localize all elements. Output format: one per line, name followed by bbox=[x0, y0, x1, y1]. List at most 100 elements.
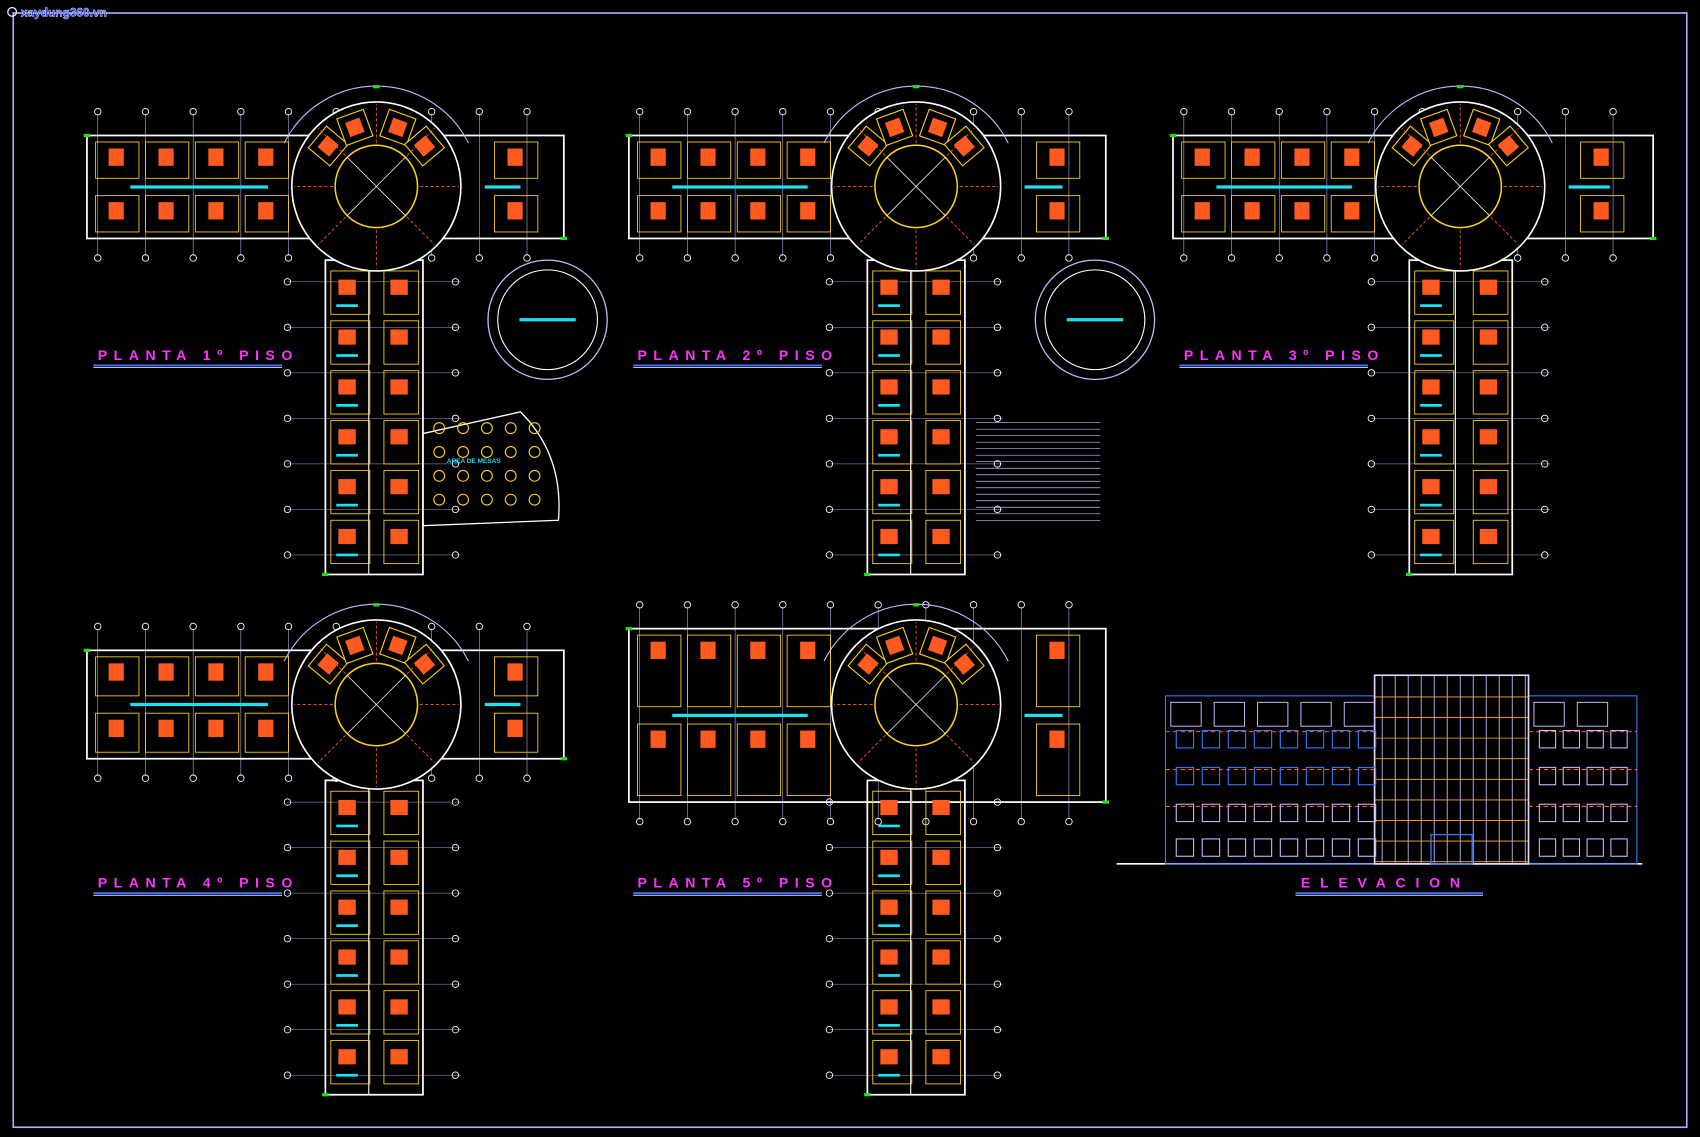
room bbox=[383, 990, 420, 1035]
room bbox=[1472, 320, 1509, 365]
dining-table bbox=[480, 469, 493, 482]
axis-bubble bbox=[993, 323, 1002, 332]
bed bbox=[507, 719, 523, 738]
dining-area bbox=[422, 411, 560, 527]
bed bbox=[413, 135, 436, 157]
window bbox=[1227, 838, 1247, 857]
axis-bubble bbox=[475, 622, 483, 631]
window bbox=[1331, 729, 1351, 749]
bed bbox=[413, 653, 436, 675]
column-mark bbox=[864, 572, 871, 577]
room bbox=[494, 656, 539, 697]
roof-window bbox=[1533, 701, 1565, 727]
column-mark bbox=[1102, 800, 1110, 804]
dining-table bbox=[504, 493, 517, 506]
room bbox=[925, 469, 961, 515]
room bbox=[1035, 195, 1081, 233]
axis-bubble bbox=[451, 323, 460, 332]
bed bbox=[1497, 135, 1520, 157]
room bbox=[1181, 195, 1226, 233]
axis-bubble bbox=[1367, 460, 1376, 468]
room bbox=[1035, 723, 1081, 797]
bed bbox=[1422, 379, 1440, 395]
bed bbox=[507, 663, 523, 681]
room bbox=[637, 634, 682, 708]
room bbox=[1330, 195, 1376, 233]
dining-table bbox=[433, 422, 446, 435]
roof-window bbox=[1576, 701, 1609, 727]
axis-bubble bbox=[284, 622, 293, 631]
bed bbox=[1049, 202, 1065, 220]
bed bbox=[1479, 528, 1498, 545]
plan-label: PLANTA 2º PISO bbox=[638, 347, 839, 363]
axis-bubble bbox=[189, 107, 197, 116]
bed bbox=[750, 202, 766, 220]
structural-ray bbox=[317, 127, 346, 157]
room bbox=[1280, 141, 1326, 179]
bed bbox=[258, 202, 274, 220]
bed bbox=[932, 329, 950, 345]
bed bbox=[880, 279, 898, 295]
axis-bubble bbox=[283, 505, 292, 514]
dining-area-note: AREA DE MESAS bbox=[447, 458, 502, 465]
room bbox=[330, 940, 371, 985]
axis-bubble bbox=[1017, 601, 1025, 609]
axis-bubble bbox=[825, 278, 834, 286]
dining-table bbox=[528, 469, 541, 482]
axis-bubble bbox=[283, 1026, 292, 1034]
axis-bubble bbox=[993, 460, 1002, 468]
room bbox=[1280, 195, 1326, 233]
bed bbox=[650, 202, 666, 220]
axis-bubble bbox=[874, 601, 882, 609]
void-cross bbox=[346, 156, 406, 216]
axis-bubble bbox=[427, 254, 436, 262]
room bbox=[686, 141, 732, 179]
room bbox=[1472, 469, 1509, 515]
bed bbox=[884, 117, 905, 138]
column-mark bbox=[560, 757, 568, 761]
window bbox=[1610, 838, 1628, 857]
bed bbox=[880, 999, 898, 1015]
room bbox=[872, 320, 913, 365]
axis-bubble bbox=[1513, 254, 1522, 262]
vertical-wing bbox=[866, 259, 966, 576]
bed bbox=[1593, 148, 1609, 166]
axis-bubble bbox=[451, 1071, 460, 1079]
room bbox=[330, 1040, 371, 1085]
atrium-void bbox=[334, 662, 419, 747]
bed bbox=[1422, 329, 1440, 345]
room bbox=[786, 723, 831, 797]
room bbox=[1414, 519, 1455, 565]
room bbox=[494, 141, 539, 179]
window bbox=[1586, 803, 1604, 823]
axis-bubble bbox=[427, 622, 436, 631]
structural-ray bbox=[1490, 127, 1519, 157]
bed bbox=[338, 528, 356, 545]
axis-bubble bbox=[826, 817, 835, 826]
axis-bubble bbox=[237, 254, 245, 262]
atrium-void bbox=[334, 144, 419, 229]
bed bbox=[338, 479, 356, 495]
bed bbox=[390, 479, 408, 495]
room bbox=[872, 840, 913, 885]
room bbox=[330, 840, 371, 885]
roof-window bbox=[1257, 701, 1289, 727]
bed bbox=[880, 329, 898, 345]
axis-bubble bbox=[1541, 323, 1549, 332]
room bbox=[786, 634, 831, 708]
bed bbox=[932, 279, 950, 295]
bed bbox=[208, 148, 224, 166]
axis-bubble bbox=[993, 414, 1002, 423]
bed bbox=[338, 1049, 356, 1065]
bed bbox=[953, 135, 975, 157]
room bbox=[494, 195, 539, 233]
column-mark bbox=[560, 236, 568, 241]
bed bbox=[800, 148, 816, 166]
bed bbox=[1194, 202, 1210, 220]
axis-bubble bbox=[451, 551, 460, 559]
structural-ray bbox=[317, 216, 346, 245]
bed bbox=[880, 479, 898, 495]
structural-ray bbox=[946, 127, 975, 157]
room bbox=[330, 270, 371, 315]
bed bbox=[880, 429, 898, 445]
